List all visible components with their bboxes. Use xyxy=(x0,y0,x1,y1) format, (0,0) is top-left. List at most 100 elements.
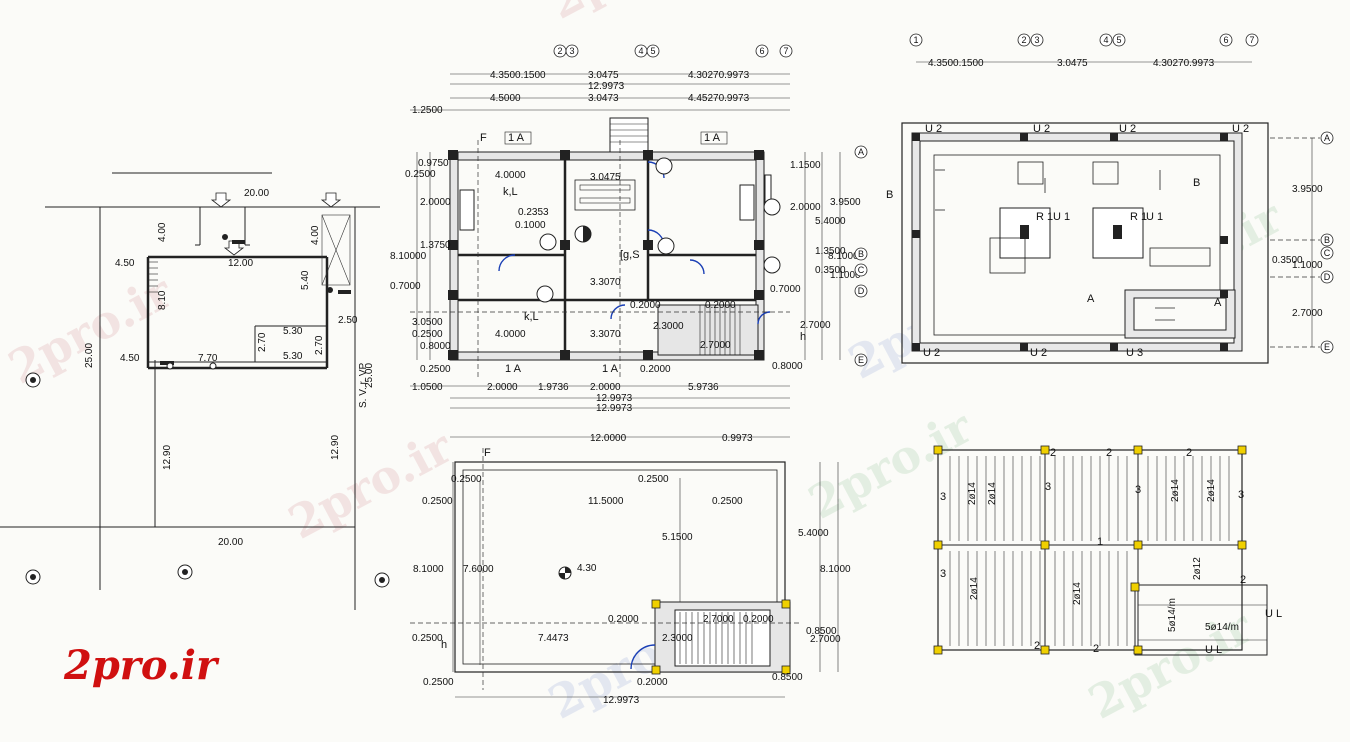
grid-label: B xyxy=(1324,235,1330,245)
rebar-label: 2ø14 xyxy=(987,482,998,505)
dim: 3.0475 xyxy=(588,70,619,81)
dim: 12.90 xyxy=(330,435,341,460)
dim: 11.5000 xyxy=(588,496,624,507)
dim: 2.7000 xyxy=(703,614,734,625)
dim: 4.3500.1500 xyxy=(928,58,984,69)
grid-label: 7 xyxy=(783,46,788,56)
dim: 0.7000 xyxy=(770,284,801,295)
dim: 3.0475 xyxy=(590,172,621,183)
slab-label: 2 xyxy=(1034,640,1040,652)
dim: 0.2000 xyxy=(608,614,639,625)
section-label: 1 A xyxy=(508,132,525,144)
rebar-label: 2ø14 xyxy=(967,482,978,505)
dim: 2.0000 xyxy=(487,382,518,393)
roof-plan: 12.0000 0.9973 F h 0.2500 0.2500 xyxy=(410,433,851,706)
ground-floor-plan: 2 3 4 5 6 7 4.3500.1500 3.0475 4.30270.9… xyxy=(390,44,868,414)
dim: 4.50 xyxy=(115,258,135,269)
brand-logo: 2pro.ir xyxy=(64,642,218,689)
dim: 5.9736 xyxy=(688,382,719,393)
dim: 4.3500.1500 xyxy=(490,70,546,81)
rebar-label: 2ø14 xyxy=(1170,479,1181,502)
dim: 0.2500 xyxy=(638,474,669,485)
street-label: S. V. r. VP xyxy=(358,362,369,408)
dim: 4.45270.9973 xyxy=(688,93,750,104)
slab-label: 2 xyxy=(1186,447,1192,459)
dim: 12.90 xyxy=(162,445,173,470)
dim: 3.0475 xyxy=(1057,58,1088,69)
section-label: h xyxy=(800,331,806,343)
dim: 2.70 xyxy=(257,332,268,352)
dim: 4.0000 xyxy=(495,329,526,340)
grid-label: 2 xyxy=(557,46,562,56)
section-label: 1 A xyxy=(505,363,522,375)
slab-label: 2 xyxy=(1106,447,1112,459)
dim: 0.1000 xyxy=(515,220,546,231)
grid-label: 2 xyxy=(1021,35,1026,45)
dim: 0.3500 xyxy=(815,265,846,276)
rebar-label: 2ø14 xyxy=(1206,479,1217,502)
dim: 4.00 xyxy=(157,222,168,242)
dim: 2.3000 xyxy=(653,321,684,332)
dim: 1.1500 xyxy=(790,160,821,171)
level-marker xyxy=(25,372,390,588)
dim: 2.7000 xyxy=(810,634,841,645)
beam-label: B xyxy=(1193,177,1200,189)
grid-label: 4 xyxy=(1103,35,1108,45)
slab-label: 2 xyxy=(1050,447,1056,459)
dim: 2.50 xyxy=(338,315,358,326)
beam-label: U 2 xyxy=(1033,123,1050,135)
dim: 2.0000 xyxy=(790,202,821,213)
dim: 0.2000 xyxy=(640,364,671,375)
rebar-label: 2ø12 xyxy=(1192,557,1203,580)
grid-label: 3 xyxy=(1034,35,1039,45)
dim: 7.70 xyxy=(198,353,218,364)
grid-label: E xyxy=(1324,342,1330,352)
dim: 0.2500 xyxy=(422,496,453,507)
dim: 7.6000 xyxy=(463,564,494,575)
beam-label: R 1 xyxy=(1036,211,1053,223)
dim: 12.9973 xyxy=(596,393,633,404)
dim: 3.3070 xyxy=(590,329,621,340)
dim: 25.00 xyxy=(84,343,95,368)
dim: 0.8500 xyxy=(772,672,803,683)
dim: 5.30 xyxy=(283,326,303,337)
ul-label: U L xyxy=(1205,644,1222,656)
dim: 8.1000 xyxy=(828,251,859,262)
dim: 3.9500 xyxy=(1292,184,1323,195)
dim: 12.9973 xyxy=(596,403,633,414)
beam-label: A xyxy=(1087,293,1095,305)
dim: 2.70 xyxy=(314,335,325,355)
slab-label: 3 xyxy=(1135,484,1141,496)
section-label: h xyxy=(441,639,447,651)
dim: 2.7000 xyxy=(700,340,731,351)
dim: 1.2500 xyxy=(412,105,443,116)
grid-bubbles-top: 2 3 4 5 6 7 xyxy=(553,44,793,58)
room-label: [g,S xyxy=(620,249,640,261)
dim: 0.2000 xyxy=(743,614,774,625)
dim: 5.30 xyxy=(283,351,303,362)
grid-label: C xyxy=(858,265,865,275)
room-label: k,L xyxy=(503,186,518,198)
beam-label: B xyxy=(886,189,893,201)
grid-label: 4 xyxy=(638,46,643,56)
dim: 12.00 xyxy=(228,258,253,269)
slab-label: 2 xyxy=(1240,574,1246,586)
slab-label: 3 xyxy=(940,491,946,503)
slab-label: 1 xyxy=(1097,536,1103,548)
dim: 8.1000 xyxy=(820,564,851,575)
dim: 1.1000 xyxy=(830,270,861,281)
dim: 0.2500 xyxy=(405,169,436,180)
dim: 12.9973 xyxy=(588,81,625,92)
beam-label: U 1 xyxy=(1146,211,1163,223)
rebar-label: 5ø14/m xyxy=(1205,622,1239,633)
dim: 5.4000 xyxy=(815,216,846,227)
dim: 1.3500 xyxy=(815,246,846,257)
grid-label: 7 xyxy=(1249,35,1254,45)
grid-label: A xyxy=(858,147,864,157)
dim: 0.2500 xyxy=(451,474,482,485)
dim: 0.9750 xyxy=(418,158,449,169)
ul-label: U L xyxy=(1265,608,1282,620)
dim: 0.2000 xyxy=(630,300,661,311)
